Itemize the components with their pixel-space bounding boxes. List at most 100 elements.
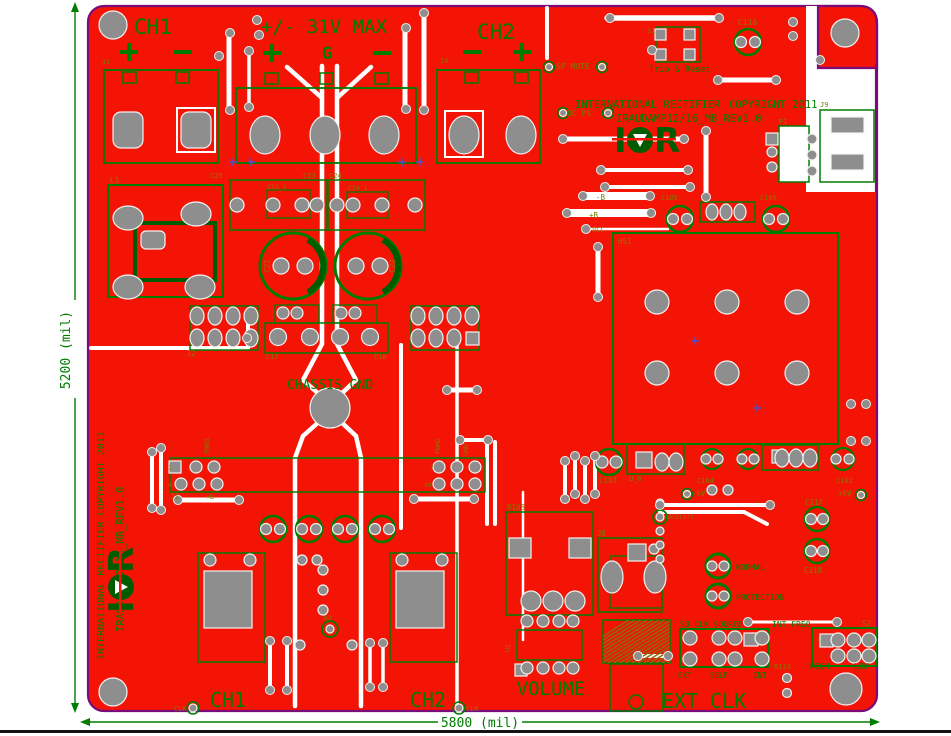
- pad: [520, 590, 542, 612]
- component-outline: [235, 87, 417, 164]
- silkscreen-text: C22: [388, 259, 397, 273]
- pad: [98, 677, 128, 707]
- silkscreen-text: C23_1: [267, 183, 287, 191]
- component-outline: [327, 179, 426, 231]
- silkscreen-text: R108: [507, 503, 526, 512]
- pad: [334, 306, 348, 320]
- silkscreen-text: INT: [753, 671, 767, 680]
- pad: [774, 448, 790, 468]
- pad: [374, 197, 390, 213]
- silkscreen-text: C118: [804, 566, 823, 575]
- pad: [806, 149, 818, 161]
- component-circle: [186, 701, 200, 715]
- pad: [112, 205, 144, 231]
- logo-letter: I: [614, 121, 627, 161]
- component-outline: [189, 305, 259, 351]
- pad: [788, 448, 804, 468]
- component-outline: [514, 71, 529, 84]
- pad: [505, 115, 537, 155]
- pad: [861, 632, 877, 648]
- pad: [682, 630, 698, 646]
- pad: [754, 630, 770, 646]
- pad: [346, 639, 358, 651]
- pad: [566, 614, 580, 628]
- pad: [552, 614, 566, 628]
- hatch-line: [607, 623, 670, 663]
- component-outline: [679, 628, 769, 668]
- pad: [754, 651, 770, 667]
- inductor-core-outline: [133, 221, 217, 282]
- pad: [734, 35, 748, 49]
- pad: [542, 590, 564, 612]
- pad: [536, 661, 550, 675]
- pad: [781, 672, 793, 684]
- pad: [714, 289, 740, 315]
- pad: [600, 560, 624, 594]
- via: [593, 242, 603, 252]
- silkscreen-text: S1: [647, 27, 655, 35]
- silkscreen-text: PWM2: [434, 438, 442, 454]
- pad: [816, 544, 830, 558]
- pad: [229, 197, 245, 213]
- pad: [683, 28, 696, 41]
- via: [713, 75, 723, 85]
- component-outline: [436, 69, 541, 164]
- component-circle: [452, 701, 466, 715]
- pad: [382, 522, 396, 536]
- silkscreen-text: INTERNATIONAL RECTIFIER COPYRIGHT 2011: [96, 431, 107, 660]
- pad: [680, 212, 694, 226]
- pad-clearance: [176, 107, 216, 153]
- silkscreen-text: COPYRIGHT 2011: [729, 99, 818, 111]
- pad: [330, 327, 350, 347]
- capacitor-polarity-arc: [381, 237, 402, 295]
- silkscreen-text: PROTECTION: [736, 593, 784, 602]
- pad: [806, 133, 818, 145]
- dimension-arrow: [80, 718, 90, 726]
- pad: [748, 35, 762, 49]
- pad: [861, 648, 877, 664]
- component-outline: [103, 69, 219, 164]
- pad: [718, 560, 730, 572]
- silkscreen-text: C18: [374, 353, 387, 361]
- pad: [203, 570, 253, 629]
- pad: [189, 460, 203, 474]
- silkscreen-text: C117: [805, 498, 823, 507]
- pad: [207, 306, 223, 326]
- pad: [317, 564, 329, 576]
- via: [173, 495, 183, 505]
- via: [234, 495, 244, 505]
- pad: [468, 477, 482, 491]
- hatch-line: [619, 630, 670, 663]
- silkscreen-text: 5200 (mil): [59, 311, 74, 389]
- pad: [368, 522, 382, 536]
- component-circle: [628, 694, 644, 710]
- pad: [627, 543, 647, 562]
- pad: [465, 331, 480, 346]
- pad: [325, 624, 335, 634]
- component-circle: [542, 60, 556, 74]
- via: [788, 17, 798, 27]
- pad: [410, 306, 426, 326]
- pad: [765, 132, 779, 146]
- component-outline: [274, 304, 320, 324]
- pad: [644, 360, 670, 386]
- pad: [290, 306, 304, 320]
- pad: [295, 522, 309, 536]
- via: [771, 75, 781, 85]
- silkscreen-text: D3: [324, 614, 332, 622]
- pad-clearance: [444, 110, 484, 158]
- pad: [174, 477, 188, 491]
- via: [483, 435, 493, 445]
- pad: [736, 453, 748, 465]
- pad: [450, 477, 464, 491]
- component-outline: [197, 552, 266, 663]
- pad: [536, 614, 550, 628]
- via: [558, 134, 568, 144]
- logo-split-line: [612, 138, 676, 141]
- connector-body: [778, 125, 810, 183]
- pad: [776, 212, 790, 226]
- via: [593, 292, 603, 302]
- pad: [784, 289, 810, 315]
